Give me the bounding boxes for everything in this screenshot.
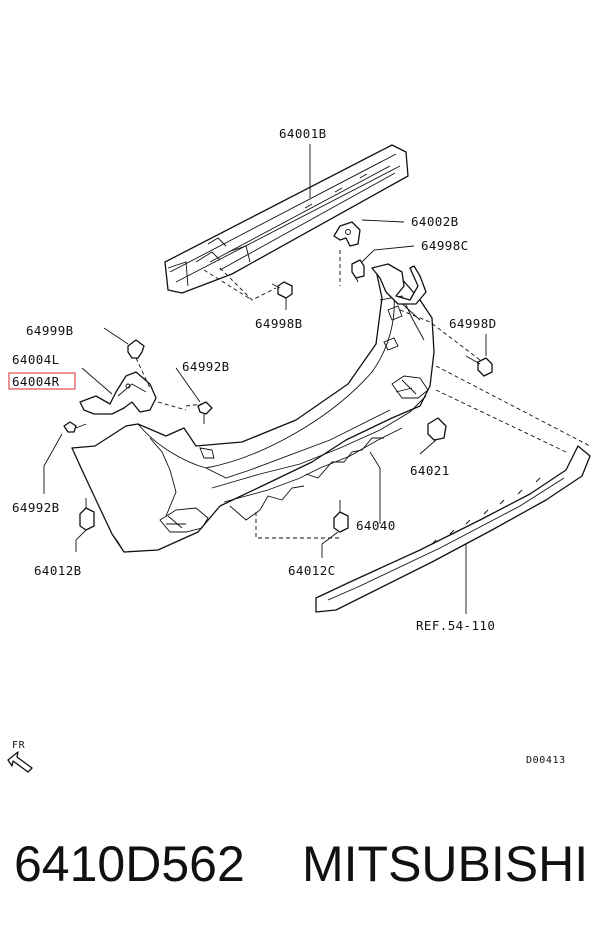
nut-64012c <box>333 500 349 533</box>
screw-lower <box>63 421 87 433</box>
brand-name: MITSUBISHI <box>302 836 589 892</box>
bolt-64998d <box>465 355 493 377</box>
label-64992b-lower: 64992B <box>12 500 60 515</box>
reinforcement-beam <box>164 144 409 294</box>
upper-clip <box>371 263 427 305</box>
screw-upper <box>197 401 213 424</box>
label-64998b: 64998B <box>255 316 303 331</box>
label-ref-54-110: REF.54-110 <box>416 618 495 633</box>
label-64999b: 64999B <box>26 323 74 338</box>
front-direction-label: FR <box>12 740 26 751</box>
label-64021: 64021 <box>410 463 450 478</box>
footer: 6410D562 MITSUBISHI <box>0 830 600 910</box>
label-64012c: 64012C <box>288 563 336 578</box>
leader-lines <box>43 144 487 614</box>
side-bracket <box>79 371 157 415</box>
label-64998c: 64998C <box>421 238 469 253</box>
clip-64999b <box>127 339 145 359</box>
rear-bumper-face <box>71 267 435 553</box>
label-64002b: 64002B <box>411 214 459 229</box>
label-64040: 64040 <box>356 518 396 533</box>
bracket-64021 <box>427 417 447 441</box>
label-64004r: 64004R <box>12 374 60 389</box>
highlight-box-64004r <box>8 372 76 390</box>
label-64012b: 64012B <box>34 563 82 578</box>
drawing-code: D00413 <box>526 755 566 766</box>
label-64992b-upper: 64992B <box>182 359 230 374</box>
parts-diagram: 64001B 64002B 64998C 64998B 64998D 64999… <box>7 126 591 773</box>
lower-garnish <box>315 445 591 613</box>
label-64004l: 64004L <box>12 352 60 367</box>
label-64001b: 64001B <box>279 126 327 141</box>
label-64998d: 64998D <box>449 316 497 331</box>
center-bracket <box>333 221 361 247</box>
bolt-64998b <box>271 281 293 299</box>
assembly-lines <box>135 250 591 539</box>
clip-64998c <box>351 259 365 283</box>
part-number: 6410D562 <box>14 836 245 892</box>
front-direction-indicator: FR <box>7 740 33 773</box>
nut-64012b <box>79 498 95 531</box>
front-arrow-icon <box>7 751 33 773</box>
